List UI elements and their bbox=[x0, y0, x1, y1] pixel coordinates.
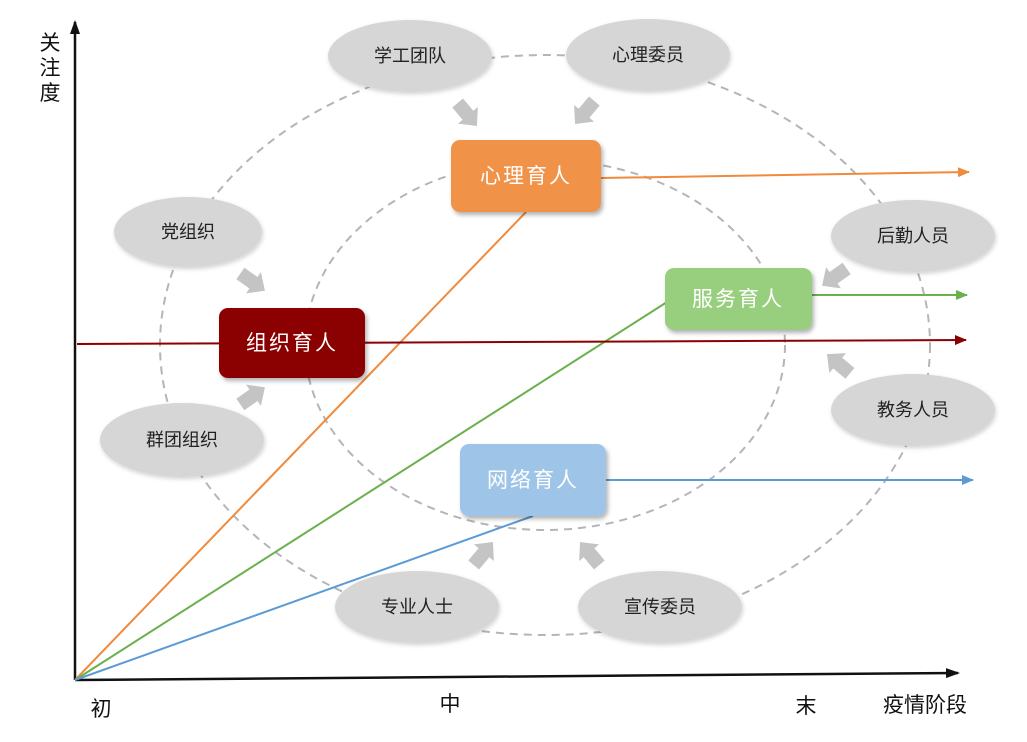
inner-dashed-ring bbox=[304, 159, 786, 531]
center-service: 服务育人 bbox=[665, 268, 812, 330]
service-growth-line bbox=[74, 301, 668, 681]
actor-arrows bbox=[236, 96, 855, 570]
arrow-logistics-to-service bbox=[822, 262, 851, 289]
center-organization-label: 组织育人 bbox=[246, 331, 338, 355]
y-axis-label-char-1: 关 bbox=[40, 31, 61, 55]
arrow-publicity-to-network bbox=[579, 541, 605, 570]
center-network-label: 网络育人 bbox=[487, 468, 579, 492]
arrow-professionals-to-network bbox=[468, 541, 494, 570]
organization-trend-arrow bbox=[76, 335, 967, 346]
actor-logistics-staff: 后勤人员 bbox=[831, 200, 995, 272]
x-tick-end: 末 bbox=[796, 694, 817, 718]
actor-publicity-committee: 宣传委员 bbox=[578, 571, 742, 643]
actor-publicity-committee-label: 宣传委员 bbox=[624, 597, 696, 618]
arrow-psych-committee-to-psych bbox=[574, 96, 600, 125]
actor-party-org: 党组织 bbox=[114, 197, 262, 267]
actor-party-org-label: 党组织 bbox=[161, 222, 215, 243]
arrow-mass-to-org bbox=[236, 384, 265, 411]
actor-psych-committee-label: 心理委员 bbox=[612, 45, 684, 66]
center-psychological-label: 心理育人 bbox=[480, 164, 572, 188]
arrow-student-team-to-psych bbox=[452, 98, 478, 127]
center-network: 网络育人 bbox=[460, 444, 606, 516]
network-growth-line bbox=[74, 515, 534, 681]
center-organization: 组织育人 bbox=[219, 308, 365, 378]
arrow-academic-to-service bbox=[826, 353, 855, 379]
actor-professionals-label: 专业人士 bbox=[381, 597, 453, 618]
psychological-growth-line bbox=[74, 211, 527, 681]
actor-professionals: 专业人士 bbox=[335, 571, 499, 643]
actor-logistics-staff-label: 后勤人员 bbox=[877, 226, 949, 247]
y-axis-label-char-3: 度 bbox=[40, 81, 61, 105]
actor-mass-org: 群团组织 bbox=[100, 403, 264, 477]
x-tick-middle: 中 bbox=[440, 692, 461, 716]
x-tick-start: 初 bbox=[91, 697, 112, 721]
actor-psych-committee: 心理委员 bbox=[566, 19, 730, 91]
actor-mass-org-label: 群团组织 bbox=[146, 430, 218, 451]
psychological-trend-arrow bbox=[600, 167, 970, 179]
x-axis-label: 疫情阶段 bbox=[883, 693, 967, 717]
outer-dashed-ring bbox=[159, 54, 931, 636]
arrow-party-to-org bbox=[236, 267, 265, 294]
actor-student-work-team-label: 学工团队 bbox=[374, 46, 446, 67]
center-psychological: 心理育人 bbox=[451, 140, 601, 212]
y-axis-label-char-2: 注 bbox=[40, 56, 61, 80]
actor-academic-affairs-staff: 教务人员 bbox=[831, 374, 995, 446]
actor-student-work-team: 学工团队 bbox=[328, 20, 492, 92]
x-axis bbox=[74, 668, 960, 682]
center-service-label: 服务育人 bbox=[692, 287, 784, 311]
actor-academic-affairs-staff-label: 教务人员 bbox=[877, 400, 949, 421]
y-axis-label: 关 注 度 bbox=[40, 31, 61, 105]
